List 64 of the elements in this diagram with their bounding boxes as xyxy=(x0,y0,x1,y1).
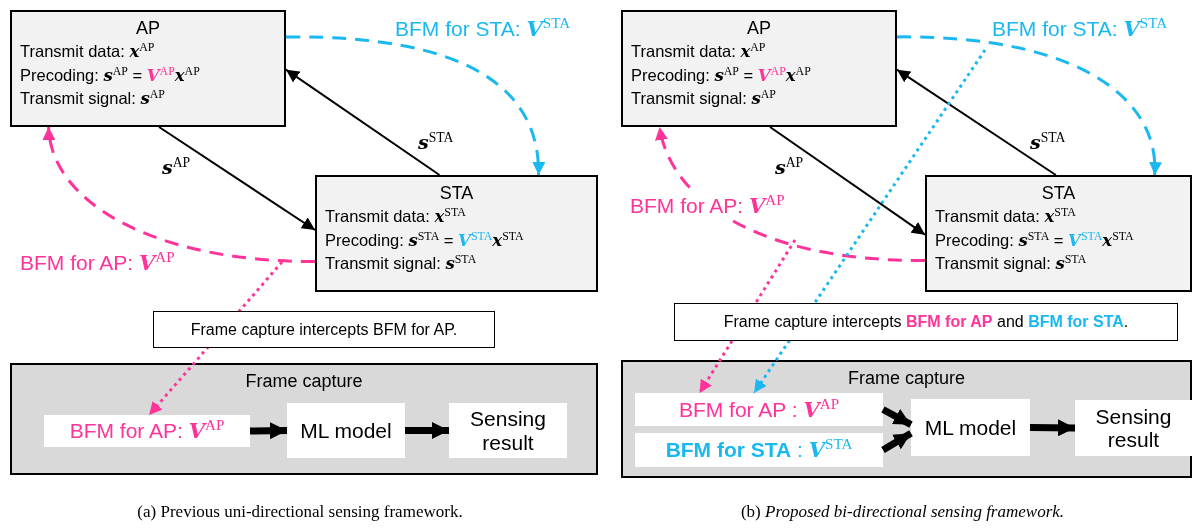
edge-label: BFM for AP: V$^{AP}$ xyxy=(628,193,787,219)
arrow xyxy=(1029,419,1076,437)
node-text: Transmit signal: s$^{STA}$ xyxy=(935,251,1088,275)
process-box xyxy=(911,399,1030,456)
dotted-arrow xyxy=(752,49,987,394)
node-text: Precoding: s$^{AP}$ = V$^{AP}$x$^{AP}$ xyxy=(20,63,201,87)
note-box xyxy=(153,311,495,348)
process-box xyxy=(44,415,250,447)
node-title: Frame capture xyxy=(244,370,364,392)
process-box xyxy=(449,403,567,458)
frame-capture-panel xyxy=(621,360,1192,478)
node-text: Transmit data: x$^{STA}$ xyxy=(325,205,467,229)
node-text: ML model xyxy=(300,418,392,443)
device-box xyxy=(621,10,897,127)
arrow xyxy=(249,422,288,440)
dashed-arrow xyxy=(285,35,545,176)
device-box xyxy=(315,175,598,292)
device-box xyxy=(10,10,286,127)
dashed-arrow xyxy=(656,126,926,262)
node-text: Frame capture intercepts BFM for AP. xyxy=(190,320,458,339)
node-text: BFM for STA : V$^{STA}$ xyxy=(665,438,853,462)
node-text: Transmit data: x$^{AP}$ xyxy=(631,40,767,64)
dashed-arrow xyxy=(896,35,1161,176)
edge-label: s$^{STA}$ xyxy=(417,131,455,155)
frame-capture-panel xyxy=(10,363,598,475)
edge-label: s$^{STA}$ xyxy=(1029,131,1067,155)
node-title: AP xyxy=(135,17,161,40)
arrow xyxy=(158,126,316,231)
node-text: Transmit data: x$^{STA}$ xyxy=(935,205,1077,229)
arrow xyxy=(405,422,449,439)
arrow xyxy=(881,406,913,428)
node-text: Sensing result xyxy=(1094,404,1173,452)
node-text: Frame capture intercepts BFM for AP and BFM for STA. xyxy=(723,313,1129,331)
process-box xyxy=(1075,400,1192,456)
node-title: STA xyxy=(438,182,475,205)
note-box xyxy=(674,303,1178,341)
node-text: ML model xyxy=(924,415,1017,440)
node-text: Precoding: s$^{AP}$ = V$^{AP}$x$^{AP}$ xyxy=(631,63,812,87)
node-text: Sensing result xyxy=(469,407,547,454)
arrow xyxy=(769,126,926,236)
edge-label: s$^{AP}$ xyxy=(774,156,805,180)
figure-caption: (a) Previous uni-directional sensing framework. xyxy=(136,502,464,522)
node-text: BFM for AP: V$^{AP}$ xyxy=(69,419,225,443)
edge-label: s$^{AP}$ xyxy=(161,156,192,180)
node-text: Transmit signal: s$^{AP}$ xyxy=(631,86,777,110)
arrow xyxy=(896,68,1057,176)
arrow xyxy=(285,68,441,176)
figure-caption: (b) Proposed bi-directional sensing framework. xyxy=(739,502,1066,522)
arrow xyxy=(881,430,913,453)
node-title: Frame capture xyxy=(846,367,966,389)
node-title: STA xyxy=(1040,182,1077,205)
dotted-arrow xyxy=(698,239,797,394)
process-box xyxy=(287,403,405,458)
node-text: BFM for AP : V$^{AP}$ xyxy=(678,397,840,422)
node-text: Transmit signal: s$^{AP}$ xyxy=(20,86,166,110)
node-title: AP xyxy=(746,17,772,40)
process-box xyxy=(635,393,883,426)
node-text: Precoding: s$^{STA}$ = V$^{STA}$x$^{STA}$ xyxy=(325,228,525,252)
node-text: Precoding: s$^{STA}$ = V$^{STA}$x$^{STA}$ xyxy=(935,228,1135,252)
process-box xyxy=(635,433,883,467)
node-text: Transmit data: x$^{AP}$ xyxy=(20,40,156,64)
node-text: Transmit signal: s$^{STA}$ xyxy=(325,251,478,275)
dashed-arrow xyxy=(43,126,316,264)
device-box xyxy=(925,175,1192,292)
